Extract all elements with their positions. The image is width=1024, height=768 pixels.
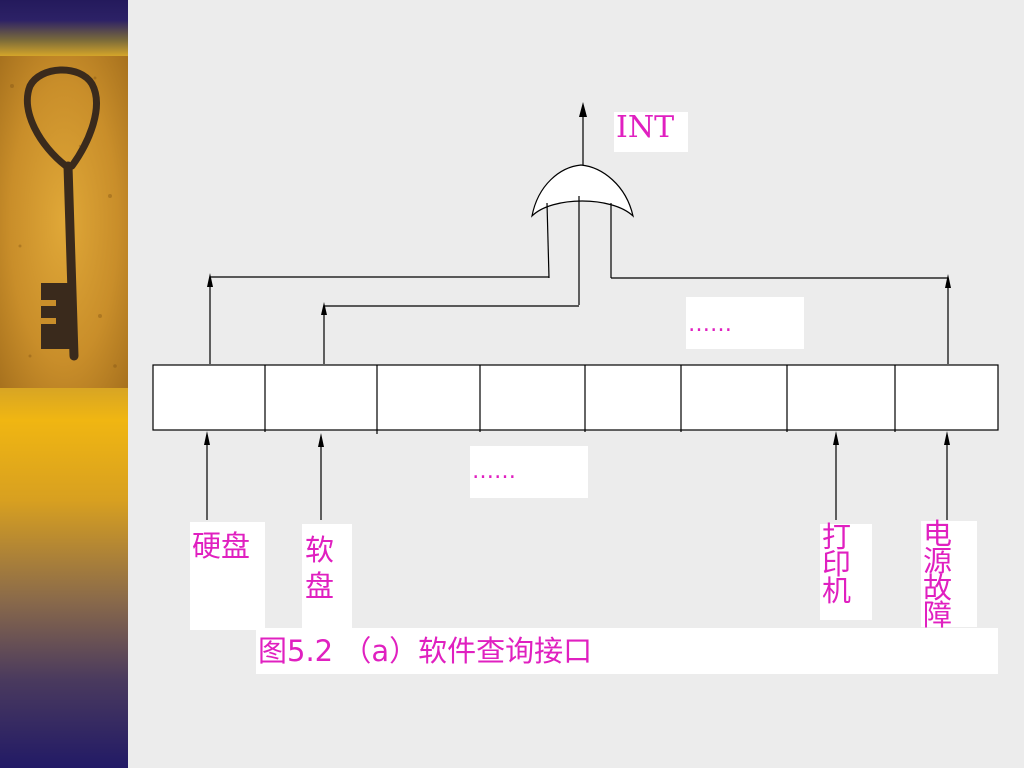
printer-label: 打印机 — [820, 523, 872, 620]
interrupt-register — [152, 364, 999, 431]
arrowhead-int — [579, 102, 587, 117]
arrowhead-printer — [833, 431, 839, 445]
arrowhead-reg-out-1 — [207, 273, 213, 287]
arrowhead-reg-out-last — [945, 274, 951, 288]
int-label: INT — [614, 112, 688, 152]
key-photo — [0, 56, 128, 388]
arrowhead-reg-out-2 — [321, 302, 327, 315]
decorative-side-bar — [0, 0, 128, 768]
floppy-disk-label: 软盘 — [302, 524, 352, 630]
figure-caption: 图5.2 （a）软件查询接口 — [256, 628, 998, 674]
gate-input-left — [546, 202, 550, 279]
arrowhead-hard-disk — [204, 431, 210, 445]
power-failure-label: 电源故障 — [921, 520, 977, 630]
arrowhead-floppy-disk — [318, 433, 324, 447]
ellipsis-bottom: …… — [470, 446, 588, 498]
hard-disk-label: 硬盘 — [190, 522, 265, 630]
ellipsis-top: …… — [686, 297, 804, 349]
arrowhead-power-failure — [944, 431, 950, 445]
